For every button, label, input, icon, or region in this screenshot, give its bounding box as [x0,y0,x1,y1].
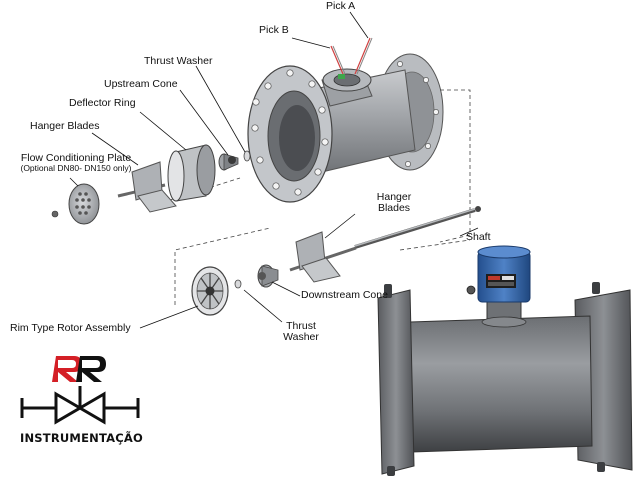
label-downstream-cone: Downstream Cone [301,289,388,301]
label-pick-a: Pick A [326,0,356,12]
downstream-cone [257,264,279,288]
label-hanger-blades-top: Hanger Blades [30,120,100,132]
label-hanger-blades-right-2: Blades [377,202,411,215]
rim-type-rotor-assembly [191,266,229,316]
assembled-turbine-meter [377,282,633,476]
label-thrust-washer-bottom-2: Washer [283,331,319,344]
label-thrust-washer-bottom-1: Thrust [286,320,316,332]
pick-a-sensor [354,37,373,75]
logo-text: INSTRUMENTAÇÃO [20,431,143,445]
label-hanger-blades-right: Hanger Blades [372,191,416,215]
meter-body-exploded [247,53,444,203]
valve-symbol [20,386,140,425]
label-thrust-washer-top: Thrust Washer [144,55,213,67]
hanger-blades-downstream [289,231,357,283]
label-flow-conditioning-plate-title: Flow Conditioning Plate [20,152,132,164]
label-thrust-washer-bottom: Thrust Washer [277,320,325,344]
thrust-washer-upstream [243,150,251,162]
leader-lines [69,11,479,329]
hanger-blades-upstream [117,161,177,213]
label-flow-conditioning-plate-note: (Optional DN80- DN150 only) [20,163,132,174]
label-upstream-cone: Upstream Cone [104,78,178,90]
upstream-cone [218,153,239,171]
transmitter-housing [466,245,531,303]
flow-conditioning-plate [51,183,100,225]
label-flow-conditioning-plate: Flow Conditioning Plate (Optional DN80- … [4,152,148,174]
shaft [354,206,481,249]
thrust-washer-downstream [234,279,242,289]
label-rim-type-rotor-assembly: Rim Type Rotor Assembly [10,322,131,334]
label-pick-b: Pick B [259,24,289,36]
label-shaft: Shaft [466,231,491,243]
rr-monogram-logo [52,356,106,382]
deflector-ring [167,144,216,202]
flange-bolt-holes [251,61,439,196]
label-hanger-blades-right-1: Hanger [376,191,412,203]
pick-b-sensor [330,45,346,75]
label-deflector-ring: Deflector Ring [69,97,136,109]
